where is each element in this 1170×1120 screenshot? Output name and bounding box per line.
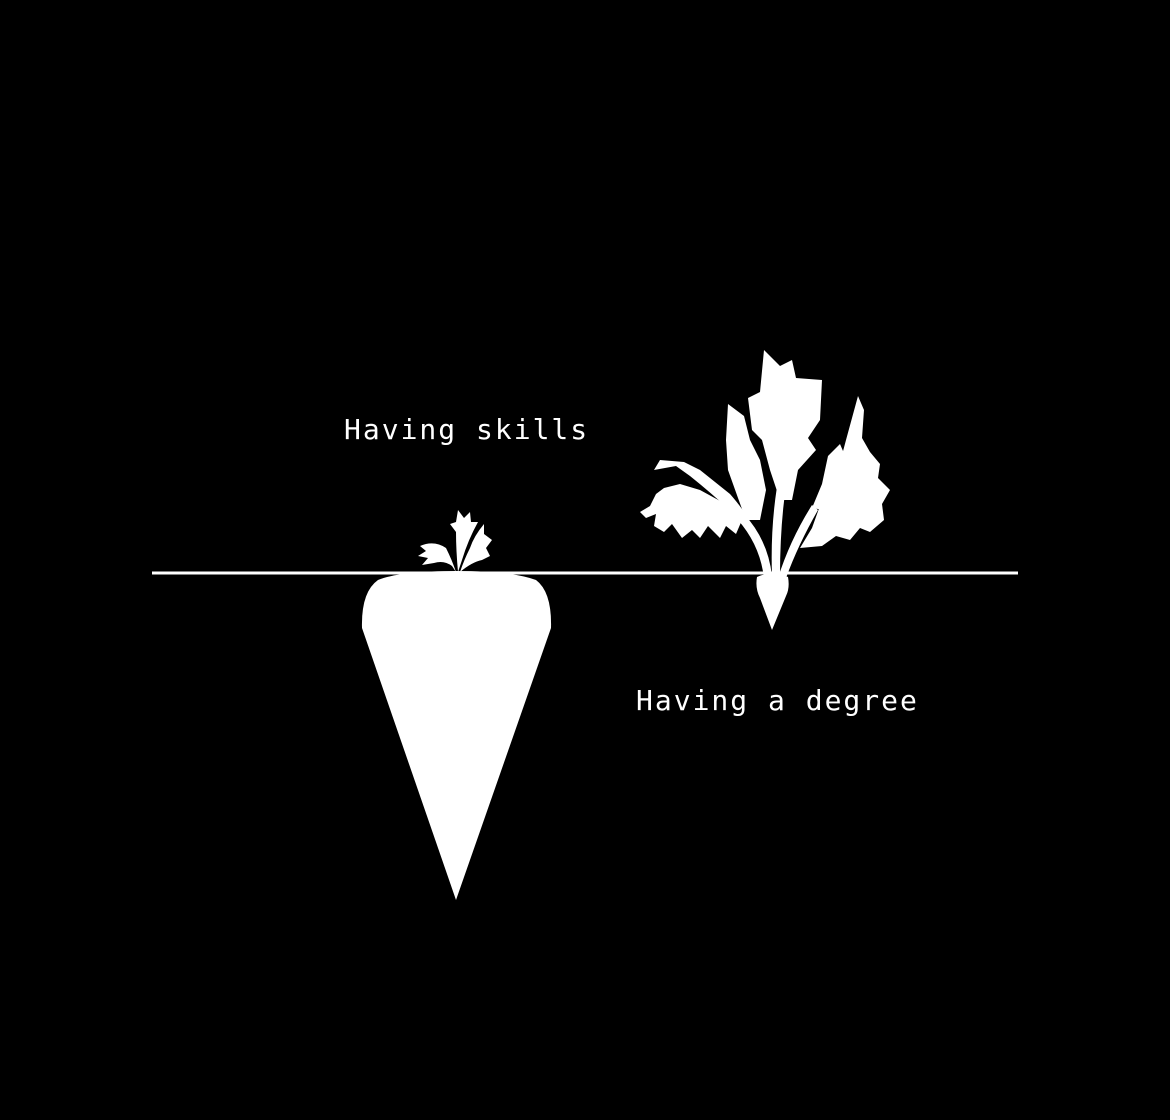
- big-leaves-carrot-icon: [640, 350, 890, 630]
- big-root-carrot-icon: [361, 510, 552, 900]
- having-a-degree-label: Having a degree: [636, 684, 919, 717]
- having-skills-label: Having skills: [344, 413, 590, 446]
